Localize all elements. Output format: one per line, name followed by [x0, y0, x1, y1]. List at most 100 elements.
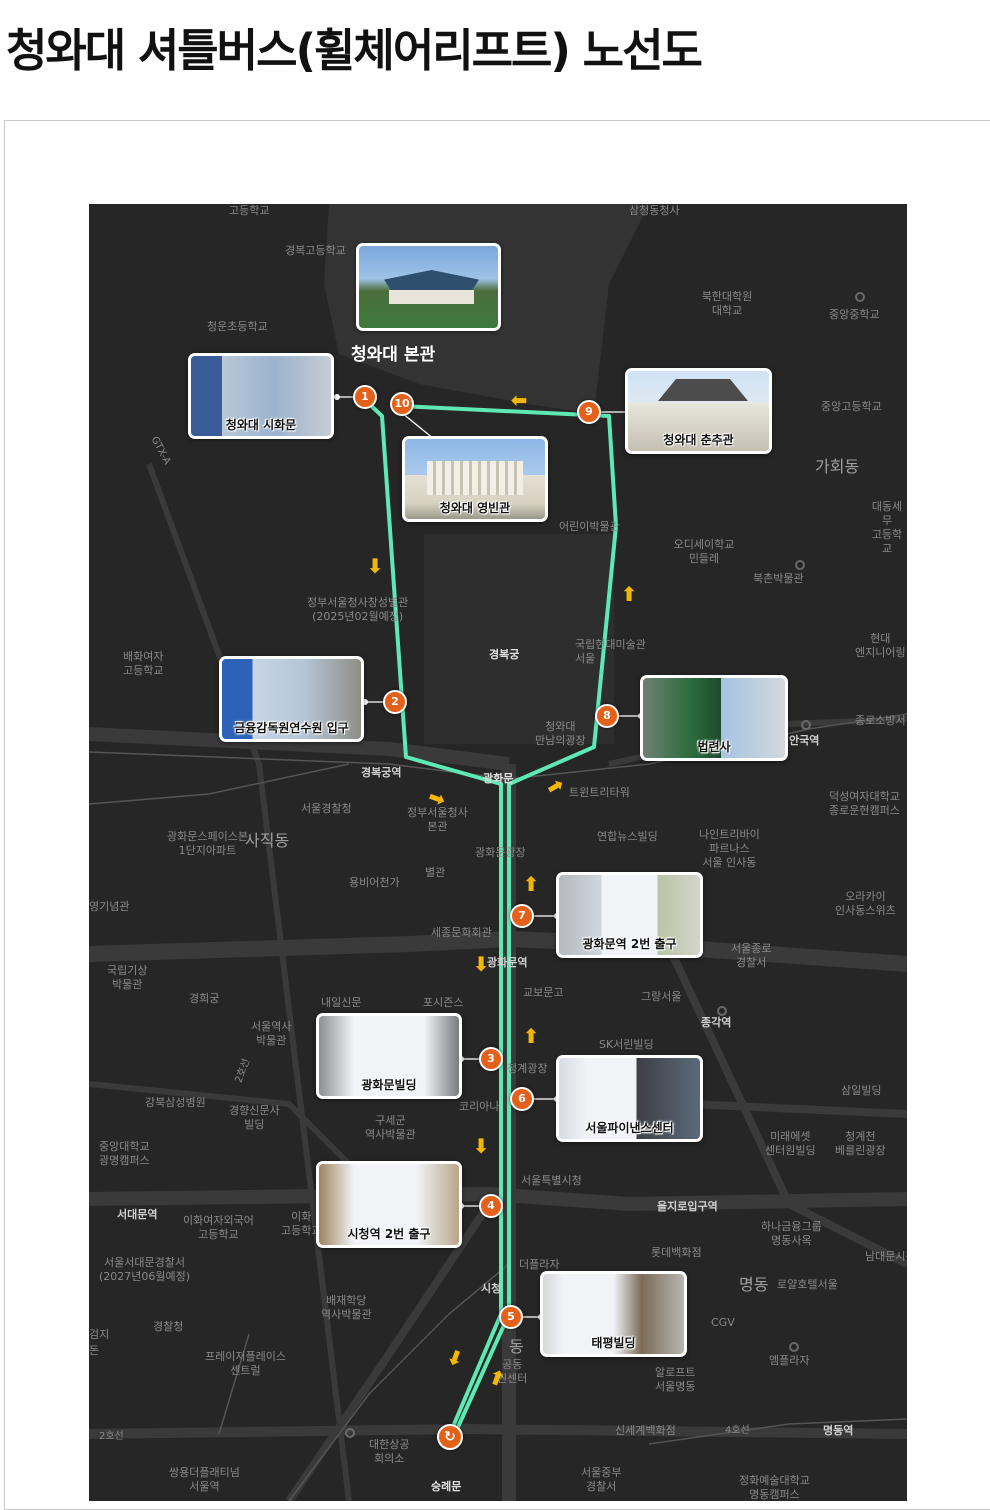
photo-stop-4[interactable]: 시청역 2번 출구 — [316, 1161, 462, 1248]
direction-arrow-left-icon: ⬅ — [510, 388, 528, 412]
map-label: 로얄호텔서울 — [777, 1278, 838, 1291]
stop-1-caption: 청와대 시화문 — [225, 418, 297, 432]
stop-marker-8[interactable]: 8 — [595, 704, 619, 728]
map-label: 중앙대학교 광명캠퍼스 — [99, 1140, 150, 1167]
stop-4-caption: 시청역 2번 출구 — [347, 1227, 431, 1241]
poi-pin — [795, 560, 805, 570]
map-label: 중앙고등학교 — [821, 400, 882, 413]
stop-6-caption: 서울파이낸스센터 — [585, 1121, 674, 1135]
map-label: 현대 엔지니어링 — [855, 632, 906, 659]
map-label: 어린이박물관 — [559, 520, 620, 533]
map-label: 검지 — [89, 1328, 110, 1341]
stop-7-caption: 광화문역 2번 출구 — [582, 937, 677, 951]
direction-arrow-down-icon: ⬇ — [472, 1134, 490, 1158]
stop-3-caption: 광화문빌딩 — [361, 1078, 417, 1092]
photo-stop-5[interactable]: 태평빌딩 — [540, 1271, 687, 1357]
map-label: 동 — [509, 1337, 524, 1356]
poi-pin — [717, 1006, 727, 1016]
stop-marker-3[interactable]: 3 — [479, 1047, 503, 1071]
map-label: 연합뉴스빌딩 — [597, 830, 658, 843]
map-label: 광화문스페이스본 1단지아파트 — [167, 830, 248, 857]
map-label: 정화예술대학교 명동캠퍼스 — [739, 1474, 810, 1501]
photo-stop-6[interactable]: 서울파이낸스센터 — [556, 1055, 703, 1142]
map-label: 종로소방서 — [855, 714, 906, 727]
map-label: 서대문역 — [117, 1208, 158, 1221]
direction-arrow-down-icon: ⬇ — [366, 554, 384, 578]
stop-marker-9[interactable]: 9 — [577, 400, 601, 424]
map-label: 서울경찰청 — [301, 802, 352, 815]
photo-stop-3[interactable]: 광화문빌딩 — [316, 1013, 462, 1099]
photo-stop-7[interactable]: 광화문역 2번 출구 — [556, 872, 703, 958]
map-label: 더플라자 — [519, 1258, 560, 1271]
map-label: 신세계백화점 — [615, 1424, 676, 1437]
map-label: 이화 고등학교 — [281, 1210, 322, 1237]
map-label: 북한대학원 대학교 — [701, 290, 753, 317]
route-map[interactable]: 고등학교 삼청동청사 경복고등학교 북한대학원 대학교 중앙중학교 청운초등학교… — [89, 204, 907, 1501]
stop-9-caption: 청와대 춘추관 — [663, 433, 734, 447]
stop-2-caption: 금융감독원연수원 입구 — [234, 721, 349, 735]
map-label: 을지로입구역 — [657, 1200, 718, 1213]
map-label: 광화문역 — [487, 956, 528, 969]
stop-marker-10[interactable]: 10 — [390, 392, 414, 416]
photo-stop-9[interactable]: 청와대 춘추관 — [625, 368, 772, 454]
map-label: 삼일빌딩 — [841, 1084, 882, 1097]
photo-stop-1[interactable]: 청와대 시화문 — [188, 353, 334, 439]
map-label: 삼청동청사 — [629, 204, 680, 217]
map-label: 오디세이학교 민들레 — [673, 538, 735, 565]
stop-marker-7[interactable]: 7 — [510, 904, 534, 928]
map-label: 대동세무 고등학교 — [871, 500, 903, 555]
map-label: 2호선 — [99, 1431, 124, 1442]
map-label: 대한상공 회의소 — [369, 1438, 410, 1465]
map-label: 배화여자 고등학교 — [123, 650, 164, 677]
map-label: 트윈트리타워 — [569, 786, 630, 799]
map-label: 숭례문 — [431, 1480, 462, 1493]
map-label: 하나금융그룹 명동사옥 — [761, 1220, 822, 1247]
stop-8-caption: 법련사 — [697, 740, 731, 754]
stop-marker-1[interactable]: 1 — [353, 385, 377, 409]
map-label: 세종문화회관 — [431, 926, 492, 939]
map-label: 나인트리바이 파르나스 서울 인사동 — [699, 828, 760, 869]
map-label: CGV — [711, 1316, 735, 1329]
direction-arrow-up-icon: ⬆ — [620, 582, 638, 606]
map-label: 용비어천가 — [349, 876, 400, 889]
map-label: 북촌박물관 — [753, 572, 804, 585]
photo-stop-10[interactable]: 청와대 영빈관 — [402, 436, 548, 522]
stop-marker-2[interactable]: 2 — [383, 690, 407, 714]
stop-5-caption: 태평빌딩 — [591, 1336, 636, 1350]
map-label: 돈 — [89, 1344, 100, 1357]
map-label: 서울특별시청 — [521, 1174, 582, 1187]
stop-marker-5[interactable]: 5 — [499, 1305, 523, 1329]
map-label: 남대문시장 — [865, 1250, 907, 1263]
map-label: 서울중부 경찰서 — [581, 1466, 622, 1493]
map-label: 배재학당 역사박물관 — [321, 1294, 372, 1321]
start-turnaround-icon[interactable]: ↻ — [437, 1424, 463, 1450]
map-label: SK서린빌딩 — [599, 1038, 654, 1051]
map-label: 알로프트 서울명동 — [655, 1366, 696, 1393]
photo-stop-2[interactable]: 금융감독원연수원 입구 — [219, 656, 364, 742]
map-label: 서울서대문경찰서 (2027년06월예정) — [99, 1256, 191, 1283]
map-label: 경복고등학교 — [285, 244, 346, 257]
map-label: 정부서울청사 본관 — [407, 806, 468, 833]
photo-stop-8[interactable]: 법련사 — [640, 675, 788, 761]
map-label: 청계광장 — [507, 1062, 548, 1075]
map-label: 교보문고 — [523, 986, 564, 999]
map-label: 중앙중학교 — [829, 308, 880, 321]
map-label: 명동 — [739, 1275, 769, 1294]
stop-marker-4[interactable]: 4 — [479, 1194, 503, 1218]
map-label: 강북삼성병원 — [145, 1096, 206, 1109]
photo-cheongwadae-main[interactable] — [356, 243, 501, 331]
map-label: 공동 권센터 — [497, 1358, 528, 1385]
poi-pin — [801, 720, 811, 730]
map-label: 안국역 — [789, 734, 820, 747]
map-label: 경복궁 — [489, 648, 520, 661]
map-label: 포시즌스 — [423, 996, 464, 1009]
map-label: 종각역 — [701, 1016, 732, 1029]
stop-marker-6[interactable]: 6 — [510, 1087, 534, 1111]
map-label: 구세군 역사박물관 — [365, 1114, 416, 1141]
map-label: 코리아나 — [459, 1100, 500, 1113]
map-label: 4호선 — [725, 1425, 750, 1436]
map-label: 오라카이 인사동스위츠 — [835, 890, 896, 917]
map-label: 경복궁역 — [361, 766, 402, 779]
map-label: 그랑서울 — [641, 990, 682, 1003]
map-label: 내일신문 — [321, 996, 362, 1009]
